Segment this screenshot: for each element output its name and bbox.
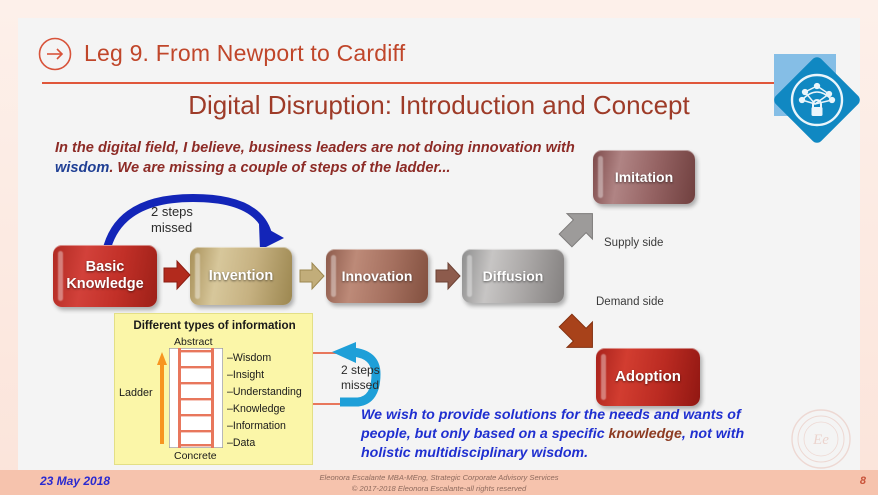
list-item: –Understanding	[227, 386, 302, 398]
steps-missed-ladder-label: 2 steps missed	[341, 363, 380, 394]
block-arrow-diffusion-to-imitation	[556, 203, 602, 256]
watermark-seal-icon: Ee	[790, 408, 852, 470]
steps-missed-top-label: 2 steps missed	[151, 204, 193, 237]
intro-text-part1: In the digital field, I believe, busines…	[55, 140, 575, 156]
ladder-direction-arrow-icon	[157, 352, 167, 446]
statement-part2: , not with holistic multidisciplinary wi…	[361, 425, 745, 461]
footer-page-number: 8	[859, 475, 866, 487]
steps-missed-ladder-line2: missed	[341, 378, 380, 393]
steps-missed-top-line2: missed	[151, 220, 193, 236]
block-arrow-innovation-to-diffusion	[434, 261, 462, 296]
footer-credit: Eleonora Escalante MBA-MEng, Strategic C…	[0, 472, 878, 495]
block-arrow-diffusion-to-adoption	[556, 310, 602, 363]
statement-highlight-knowledge: knowledge	[608, 425, 682, 442]
process-box-basic-line2: Knowledge	[66, 276, 144, 292]
svg-text:Ee: Ee	[812, 432, 829, 448]
intro-highlight-wisdom: wisdom	[55, 160, 110, 177]
page-title: Leg 9. From Newport to Cardiff	[84, 40, 406, 66]
curved-arrow-ladder-steps-missed	[318, 338, 382, 410]
footer-bar: 23 May 2018 Eleonora Escalante MBA-MEng,…	[0, 470, 878, 495]
footer-credit-line2: © 2017-2018 Eleonora Escalante-all right…	[351, 484, 527, 494]
statement-part1: We wish to provide solutions for the nee…	[361, 407, 741, 442]
list-item: –Data	[227, 437, 256, 449]
block-arrow-invention-to-innovation	[298, 261, 326, 296]
process-box-innovation[interactable]: Innovation	[326, 249, 428, 303]
curved-arrow-two-steps-missed	[98, 186, 288, 258]
abstract-label: Abstract	[174, 336, 213, 348]
ladder-label: Ladder	[119, 387, 153, 399]
steps-missed-top-line1: 2 steps	[151, 204, 193, 219]
process-box-invention[interactable]: Invention	[190, 247, 292, 305]
arrow-right-circle-icon	[38, 37, 72, 71]
footer-credit-line1: Eleonora Escalante MBA-MEng, Strategic C…	[319, 473, 559, 482]
footer-date: 23 May 2018	[40, 474, 111, 488]
demand-side-label: Demand side	[596, 296, 664, 308]
block-arrow-basic-to-invention	[162, 259, 192, 296]
information-types-title: Different types of information	[133, 319, 296, 332]
supply-side-label: Supply side	[604, 237, 664, 249]
closing-statement: We wish to provide solutions for the nee…	[361, 406, 781, 463]
list-item: –Information	[227, 420, 286, 432]
network-lock-diamond-icon	[760, 40, 870, 150]
ladder-diagram-icon	[168, 347, 224, 449]
concrete-label: Concrete	[174, 450, 217, 462]
slide-subtitle: Digital Disruption: Introduction and Con…	[188, 90, 690, 120]
process-box-diffusion[interactable]: Diffusion	[462, 249, 564, 303]
process-box-basic-line1: Basic	[85, 259, 125, 276]
list-item: –Knowledge	[227, 403, 286, 415]
process-box-basic-knowledge[interactable]: Basic Knowledge	[53, 245, 157, 307]
intro-paragraph: In the digital field, I believe, busines…	[55, 138, 595, 178]
process-box-imitation[interactable]: Imitation	[593, 150, 695, 204]
header-divider	[42, 82, 838, 84]
process-box-adoption[interactable]: Adoption	[596, 348, 700, 406]
information-types-panel: Different types of information Abstract …	[114, 313, 313, 465]
list-item: –Wisdom	[227, 352, 272, 364]
list-item: –Insight	[227, 369, 265, 381]
intro-text-part2: . We are missing a couple of steps of th…	[109, 160, 451, 177]
steps-missed-ladder-line1: 2 steps	[341, 363, 380, 377]
